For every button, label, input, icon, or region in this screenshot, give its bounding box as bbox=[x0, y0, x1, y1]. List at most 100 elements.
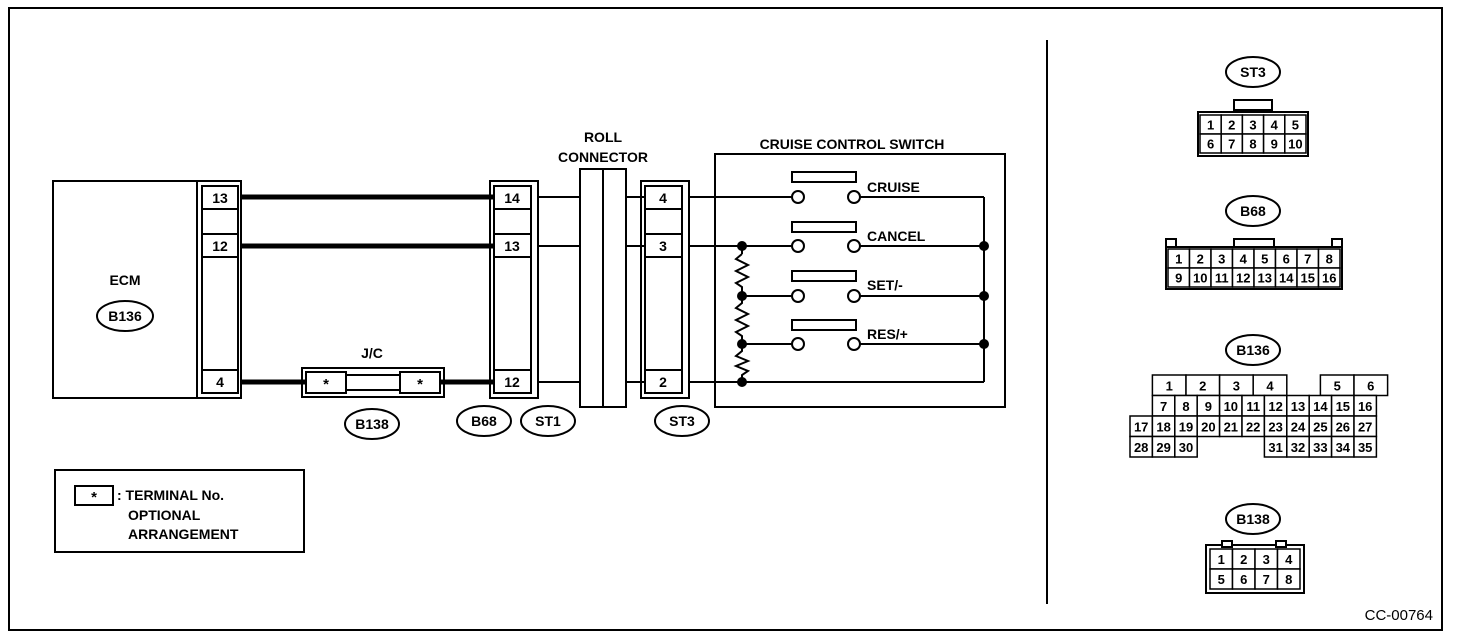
b138-pin-5: 5 bbox=[1218, 572, 1225, 587]
switch-set: SET/- bbox=[791, 270, 903, 303]
switch-label-cruise: CRUISE bbox=[867, 179, 920, 195]
b136-pin-3: 3 bbox=[1233, 378, 1240, 393]
b136-pin-31: 31 bbox=[1268, 440, 1282, 455]
b136-pin-17: 17 bbox=[1134, 419, 1148, 434]
b136-pin-15: 15 bbox=[1336, 399, 1350, 414]
b68-pin-6: 6 bbox=[1283, 252, 1290, 267]
b136-pin-10: 10 bbox=[1224, 399, 1238, 414]
b68-pin-12: 12 bbox=[1236, 271, 1250, 286]
b136-pin-5: 5 bbox=[1334, 378, 1341, 393]
st3-pin-2: 2 bbox=[1228, 118, 1235, 133]
b136-pin-4: 4 bbox=[1266, 378, 1274, 393]
st3-pin-4: 4 bbox=[1271, 118, 1279, 133]
ecm-label: ECM bbox=[109, 272, 140, 288]
legend: * : TERMINAL No. OPTIONAL ARRANGEMENT bbox=[54, 469, 305, 553]
b136-pin-14: 14 bbox=[1313, 399, 1328, 414]
b138-pin-8: 8 bbox=[1285, 572, 1292, 587]
b68-pin-14: 14 bbox=[1279, 271, 1294, 286]
harness-wires bbox=[241, 194, 494, 385]
ecm-connector-label: B136 bbox=[108, 308, 142, 324]
b136-pin-21: 21 bbox=[1224, 419, 1238, 434]
b136-pin-34: 34 bbox=[1336, 440, 1351, 455]
b136-pin-35: 35 bbox=[1358, 440, 1372, 455]
cruise-control-switch: CRUISE CONTROL SWITCH bbox=[689, 136, 1006, 408]
b136-pin-27: 27 bbox=[1358, 419, 1372, 434]
b136-pin-1: 1 bbox=[1166, 378, 1173, 393]
roll-connector: ROLL CONNECTOR bbox=[558, 129, 648, 408]
st3-pin-6: 6 bbox=[1207, 137, 1214, 152]
b136-pin-33: 33 bbox=[1313, 440, 1327, 455]
b136-pin-20: 20 bbox=[1201, 419, 1215, 434]
st3-pin-3: 3 bbox=[659, 238, 667, 254]
jc-label: J/C bbox=[361, 345, 383, 361]
st3-pin-7: 7 bbox=[1228, 137, 1235, 152]
legend-line-1: : TERMINAL No. bbox=[117, 487, 224, 503]
b136-pin-30: 30 bbox=[1179, 440, 1193, 455]
ecm-pin-13: 13 bbox=[212, 190, 228, 206]
switch-label-cancel: CANCEL bbox=[867, 228, 926, 244]
face-b68-label: B68 bbox=[1240, 203, 1266, 219]
st3-pin-3: 3 bbox=[1249, 118, 1256, 133]
outer-frame bbox=[8, 7, 1443, 631]
b138-pin-2: 2 bbox=[1240, 552, 1247, 567]
b136-pin-32: 32 bbox=[1291, 440, 1305, 455]
legend-mark: * bbox=[91, 489, 97, 506]
figure-id: CC-00764 bbox=[1365, 607, 1433, 624]
b136-pin-35-cell bbox=[1353, 435, 1378, 458]
b138-pin-8-cell bbox=[1276, 568, 1301, 590]
b68-pin-5: 5 bbox=[1261, 252, 1268, 267]
st1-connector-label: ST1 bbox=[535, 413, 561, 429]
st3-pin-10: 10 bbox=[1288, 137, 1302, 152]
b68-pin-10: 10 bbox=[1193, 271, 1207, 286]
st3-pin-10-cell bbox=[1284, 133, 1307, 154]
b136-pin-6: 6 bbox=[1367, 378, 1374, 393]
b136-pin-23: 23 bbox=[1268, 419, 1282, 434]
st3-pin-9: 9 bbox=[1271, 137, 1278, 152]
face-b138-label: B138 bbox=[1236, 511, 1270, 527]
b136-pin-18: 18 bbox=[1156, 419, 1170, 434]
st3-pin-4: 4 bbox=[659, 190, 667, 206]
b68-pin-12: 12 bbox=[504, 374, 520, 390]
switch-label-res: RES/+ bbox=[867, 326, 908, 342]
switch-cancel: CANCEL bbox=[791, 221, 926, 253]
b68-pin-2: 2 bbox=[1197, 252, 1204, 267]
b136-pin-22: 22 bbox=[1246, 419, 1260, 434]
b136-pin-25: 25 bbox=[1313, 419, 1327, 434]
roll-connector-label-1: ROLL bbox=[584, 129, 623, 145]
b68-pin-14: 14 bbox=[504, 190, 520, 206]
joint-connector: J/C * * B138 bbox=[301, 345, 445, 440]
jc-mark-left: * bbox=[323, 376, 329, 393]
jc-connector-label: B138 bbox=[355, 416, 389, 432]
ecm-pin-4: 4 bbox=[216, 374, 224, 390]
b136-pin-29: 29 bbox=[1156, 440, 1170, 455]
b136-pin-30-cell bbox=[1174, 435, 1198, 458]
face-st3-label: ST3 bbox=[1240, 64, 1266, 80]
switch-cruise: CRUISE bbox=[791, 171, 920, 204]
b138-pin-1: 1 bbox=[1218, 552, 1225, 567]
b136-pin-16: 16 bbox=[1358, 399, 1372, 414]
b136-pin-13: 13 bbox=[1291, 399, 1305, 414]
st3-pin-1: 1 bbox=[1207, 118, 1214, 133]
ecm-pin-12: 12 bbox=[212, 238, 228, 254]
b68-pin-13: 13 bbox=[504, 238, 520, 254]
b68-connector: 14 13 12 B68 bbox=[456, 180, 539, 437]
b136-pin-26: 26 bbox=[1336, 419, 1350, 434]
b136-pin-28: 28 bbox=[1134, 440, 1148, 455]
b136-pin-12: 12 bbox=[1268, 399, 1282, 414]
st3-connector: 4 3 2 ST3 bbox=[640, 180, 710, 437]
roll-connector-label-2: CONNECTOR bbox=[558, 149, 648, 165]
b68-connector-label: B68 bbox=[471, 413, 497, 429]
b136-pin-7: 7 bbox=[1160, 399, 1167, 414]
switch-res: RES/+ bbox=[791, 319, 908, 351]
st3-pin-2: 2 bbox=[659, 374, 667, 390]
ecm-block: 13 12 4 ECM B136 bbox=[52, 180, 242, 399]
b136-pin-9: 9 bbox=[1205, 399, 1212, 414]
b68-pin-9: 9 bbox=[1175, 271, 1182, 286]
b68-pin-13: 13 bbox=[1258, 271, 1272, 286]
st3-pin-8: 8 bbox=[1249, 137, 1256, 152]
thin-wires bbox=[538, 196, 645, 383]
